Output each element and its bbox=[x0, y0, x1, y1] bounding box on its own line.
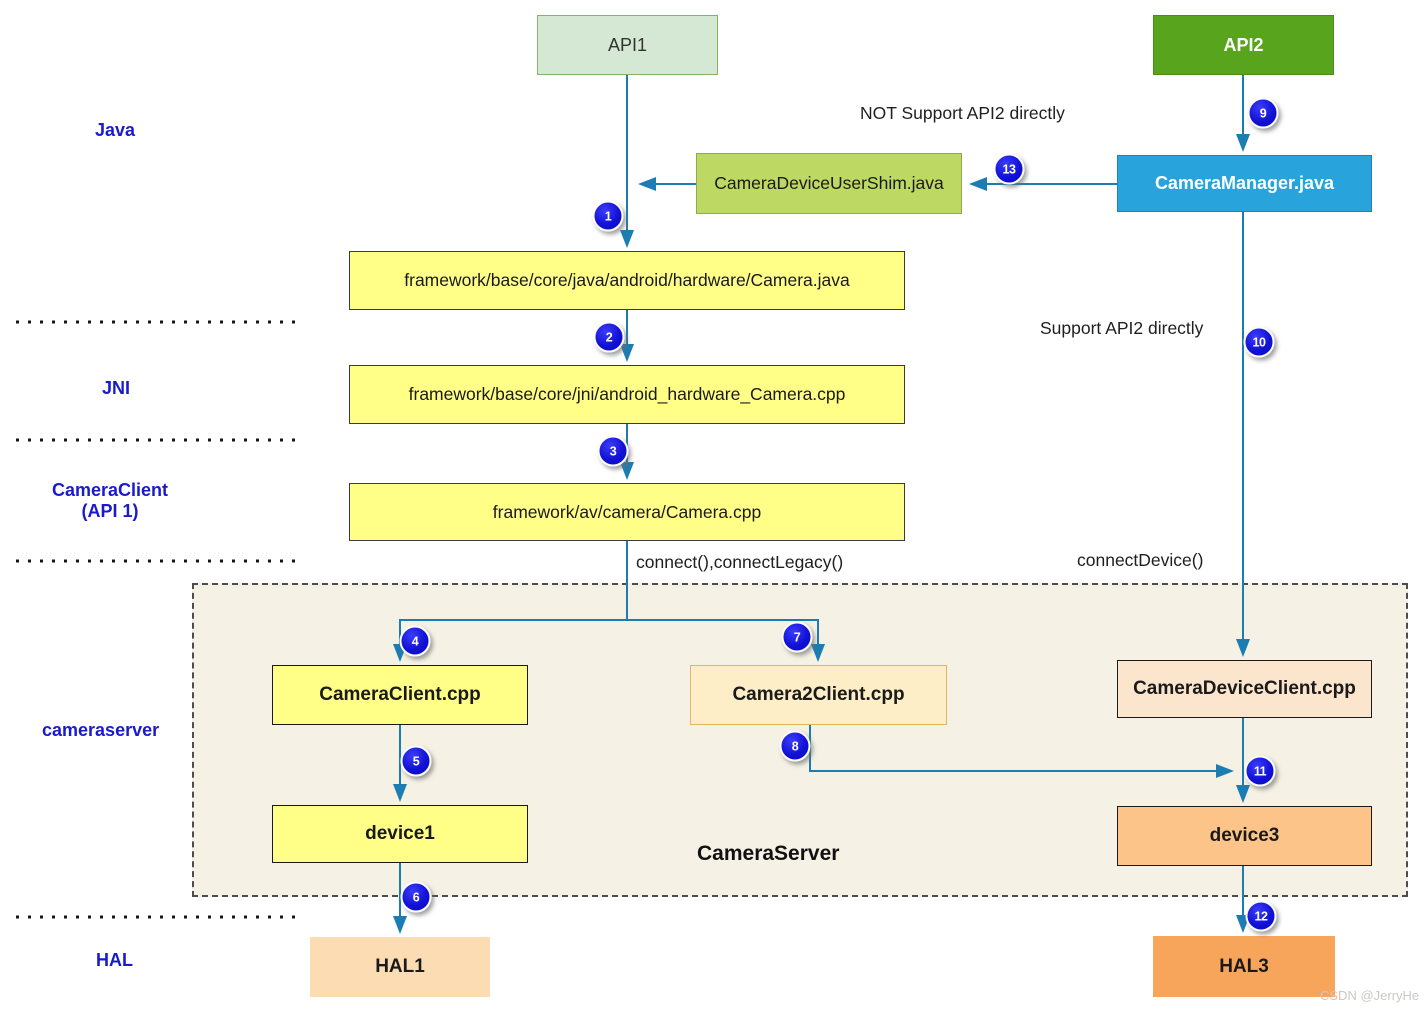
api1-box: API1 bbox=[537, 15, 718, 75]
step-badge-5: 5 bbox=[400, 745, 432, 777]
cameradeviceusershim-box: CameraDeviceUserShim.java bbox=[696, 153, 962, 214]
annotation-support-api2: Support API2 directly bbox=[1040, 318, 1204, 338]
cameraclient-cpp-box: CameraClient.cpp bbox=[272, 665, 528, 725]
api2-box: API2 bbox=[1153, 15, 1334, 75]
step-badge-13: 13 bbox=[993, 153, 1025, 185]
cameradeviceclient-cpp-box: CameraDeviceClient.cpp bbox=[1117, 660, 1372, 718]
step-badge-12: 12 bbox=[1245, 900, 1277, 932]
layer-label-cameraclient-line2: (API 1) bbox=[81, 501, 139, 521]
annotation-connect-device: connectDevice() bbox=[1077, 550, 1204, 570]
step-badge-1: 1 bbox=[592, 200, 624, 232]
step-badge-8: 8 bbox=[779, 730, 811, 762]
layer-label-cameraserver: cameraserver bbox=[42, 720, 160, 740]
annotation-not-support-api2: NOT Support API2 directly bbox=[860, 103, 1065, 123]
step-badge-7: 7 bbox=[781, 621, 813, 653]
camera-cpp-box: framework/av/camera/Camera.cpp bbox=[349, 483, 905, 541]
camera-java-box: framework/base/core/java/android/hardwar… bbox=[349, 251, 905, 310]
layer-label-java: Java bbox=[95, 120, 136, 140]
annotation-connect-legacy: connect(),connectLegacy() bbox=[636, 552, 844, 572]
step-badge-10: 10 bbox=[1243, 326, 1275, 358]
camera-jni-box: framework/base/core/jni/android_hardware… bbox=[349, 365, 905, 424]
step-badge-2: 2 bbox=[593, 321, 625, 353]
watermark: CSDN @JerryHe bbox=[1320, 988, 1420, 1003]
hal3-box: HAL3 bbox=[1153, 936, 1335, 997]
camera2client-cpp-box: Camera2Client.cpp bbox=[690, 665, 947, 725]
hal1-box: HAL1 bbox=[310, 937, 490, 997]
step-badge-3: 3 bbox=[597, 435, 629, 467]
step-badge-4: 4 bbox=[399, 625, 431, 657]
step-badge-11: 11 bbox=[1244, 755, 1276, 787]
layer-label-jni: JNI bbox=[102, 378, 131, 398]
layer-label-cameraclient: CameraClient (API 1) bbox=[40, 480, 180, 522]
device1-box: device1 bbox=[272, 805, 528, 863]
device3-box: device3 bbox=[1117, 806, 1372, 866]
cameramanager-box: CameraManager.java bbox=[1117, 155, 1372, 212]
layer-label-hal: HAL bbox=[96, 950, 133, 970]
step-badge-9: 9 bbox=[1247, 97, 1279, 129]
cameraserver-title: CameraServer bbox=[697, 842, 840, 865]
step-badge-6: 6 bbox=[400, 881, 432, 913]
layer-label-cameraclient-line1: CameraClient bbox=[51, 480, 169, 500]
